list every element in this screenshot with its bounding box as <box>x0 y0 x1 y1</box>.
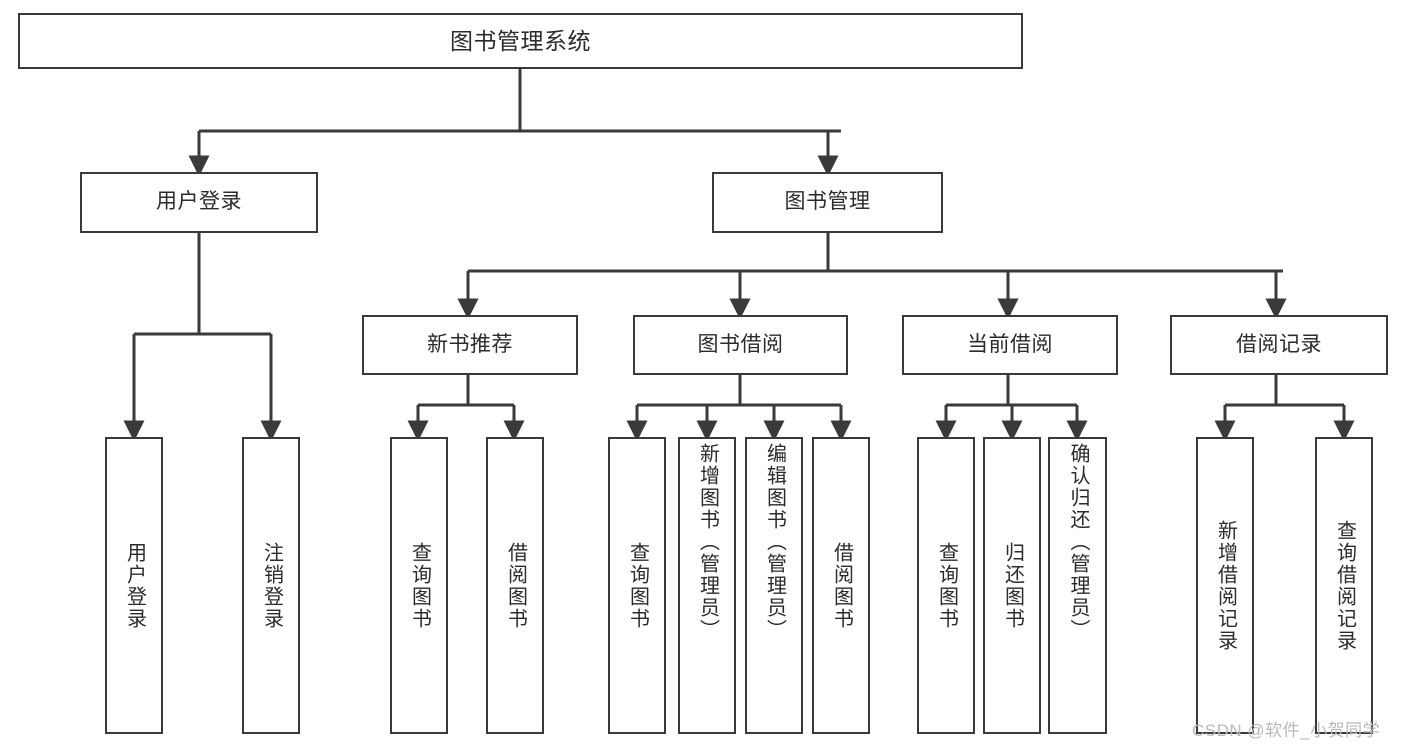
node-borrow-record[interactable]: 借阅记录 <box>1170 315 1388 375</box>
node-current-borrow-label: 当前借阅 <box>967 332 1053 356</box>
leaf-logout-login[interactable]: 注销登录 <box>242 437 300 734</box>
leaf-user-login-label: 用户登录 <box>123 541 146 630</box>
node-user-login[interactable]: 用户登录 <box>80 172 318 233</box>
leaf-confirm-return-label: 确认归还（管理员） <box>1067 443 1089 641</box>
watermark-text: CSDN @软件_小贺同学 <box>1192 721 1381 740</box>
leaf-logout-login-label: 注销登录 <box>260 541 283 630</box>
leaf-query-record-label: 查询借阅记录 <box>1333 519 1356 652</box>
node-borrow-record-label: 借阅记录 <box>1236 332 1322 356</box>
node-new-book-recommend[interactable]: 新书推荐 <box>362 315 578 375</box>
leaf-add-record-label: 新增借阅记录 <box>1214 519 1237 652</box>
leaf-add-book-label: 新增图书（管理员） <box>696 443 719 641</box>
leaf-query-book-3[interactable]: 查询图书 <box>917 437 975 734</box>
node-root-label: 图书管理系统 <box>450 27 591 54</box>
leaf-return-book-label: 归还图书 <box>1001 541 1024 630</box>
leaf-query-book-3-label: 查询图书 <box>935 541 958 630</box>
leaf-query-book-2[interactable]: 查询图书 <box>608 437 666 734</box>
leaf-confirm-return[interactable]: 确认归还（管理员） <box>1048 437 1107 734</box>
leaf-add-book[interactable]: 新增图书（管理员） <box>678 437 736 734</box>
node-user-login-label: 用户登录 <box>156 190 242 214</box>
node-book-management[interactable]: 图书管理 <box>712 172 943 233</box>
node-book-borrow[interactable]: 图书借阅 <box>633 315 848 375</box>
node-book-borrow-label: 图书借阅 <box>697 332 784 356</box>
leaf-query-record[interactable]: 查询借阅记录 <box>1315 437 1373 734</box>
leaf-borrow-book-2[interactable]: 借阅图书 <box>812 437 870 734</box>
leaf-return-book[interactable]: 归还图书 <box>983 437 1041 734</box>
node-new-book-recommend-label: 新书推荐 <box>427 332 513 356</box>
leaf-borrow-book-2-label: 借阅图书 <box>830 541 853 630</box>
leaf-add-record[interactable]: 新增借阅记录 <box>1196 437 1254 734</box>
node-book-management-label: 图书管理 <box>784 190 871 214</box>
node-root[interactable]: 图书管理系统 <box>18 13 1023 69</box>
leaf-query-book-1-label: 查询图书 <box>408 541 431 630</box>
node-current-borrow[interactable]: 当前借阅 <box>902 315 1118 375</box>
leaf-edit-book[interactable]: 编辑图书（管理员） <box>745 437 803 734</box>
leaf-borrow-book-1-label: 借阅图书 <box>504 541 527 630</box>
leaf-borrow-book-1[interactable]: 借阅图书 <box>486 437 544 734</box>
leaf-query-book-1[interactable]: 查询图书 <box>390 437 448 734</box>
leaf-edit-book-label: 编辑图书（管理员） <box>763 443 786 641</box>
leaf-user-login[interactable]: 用户登录 <box>105 437 163 734</box>
leaf-query-book-2-label: 查询图书 <box>626 541 649 630</box>
